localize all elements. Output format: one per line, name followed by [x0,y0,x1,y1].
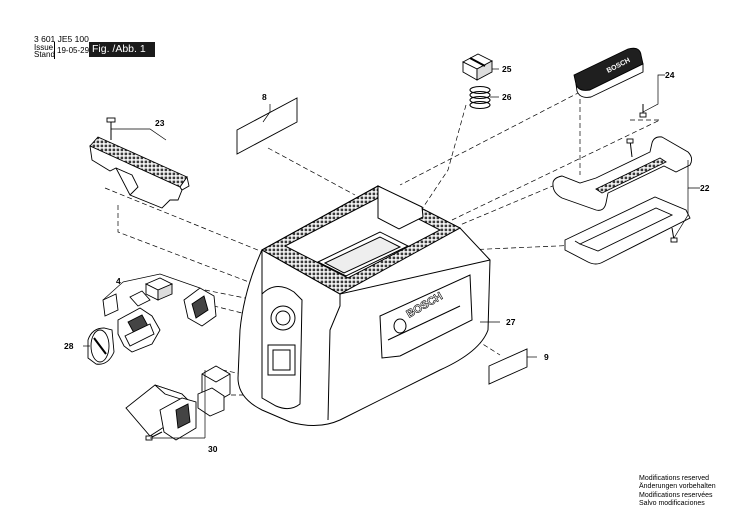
note-es: Salvo modificaciones [639,499,705,507]
callout-leaders [83,68,700,439]
document-number: 3 601 JE5 100 [34,34,89,44]
callout-8: 8 [262,92,267,102]
callout-numbers: 23 8 25 26 24 22 4 28 27 9 30 [64,64,710,454]
callout-9: 9 [544,352,549,362]
part-26-spring [469,85,491,110]
callout-30: 30 [208,444,218,454]
callout-23: 23 [155,118,165,128]
header-divider [54,42,55,59]
part-24-top-cover: BOSCH [573,47,647,118]
note-de: Änderungen vorbehalten [639,483,716,491]
callout-24: 24 [665,70,675,80]
part-23-grip-pad [89,117,190,209]
issue-date: 19-05-29 [57,46,90,55]
callout-26: 26 [502,92,512,102]
part-27-main-housing: BOSCH [237,185,491,426]
part-4-switch-assembly [102,277,217,353]
part-28-knob [87,327,115,365]
note-en: Modifications reserved [639,475,710,482]
callout-25: 25 [502,64,512,74]
part-8-label-sticker [236,97,298,155]
figure-label: Fig. /Abb. 1 [89,42,155,57]
callout-22: 22 [700,183,710,193]
part-9-label-sticker [488,348,528,385]
callout-4: 4 [116,276,121,286]
modification-notes: Modifications reserved Änderungen vorbeh… [639,475,716,508]
callout-28: 28 [64,341,74,351]
issue-label: Issue [34,43,54,52]
stand-label: Stand [34,50,55,59]
part-25-cap [462,53,493,81]
part-22-handle-assembly [552,136,693,265]
callout-27: 27 [506,317,516,327]
part-30-latch-assembly [125,365,231,441]
note-fr: Modifications reservées [639,491,713,499]
